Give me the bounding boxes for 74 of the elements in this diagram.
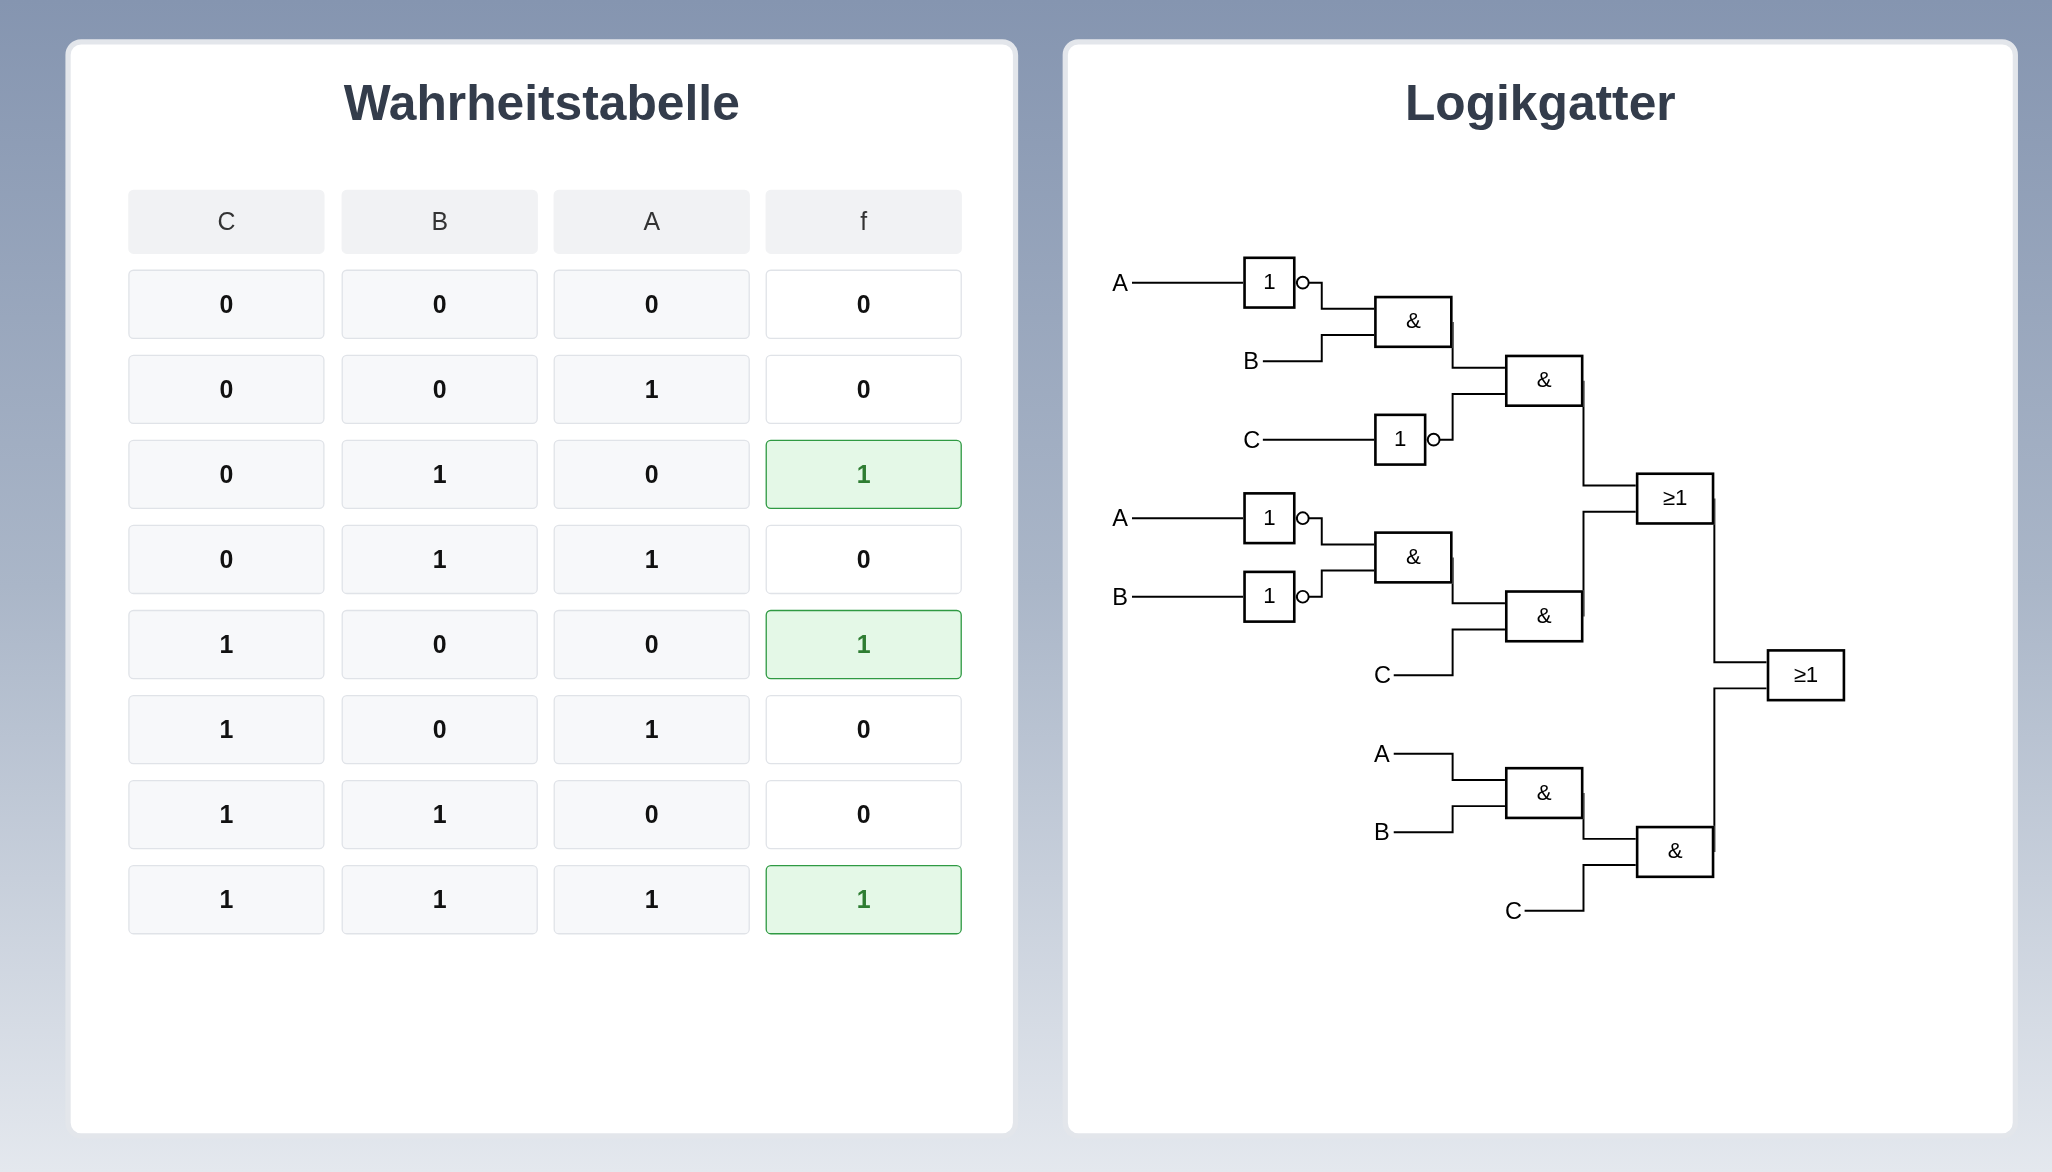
table-cell: 1: [128, 694, 325, 765]
table-cell: 0: [553, 439, 750, 510]
logic-gate-box: &: [1504, 354, 1584, 407]
table-cell: 1: [341, 865, 538, 935]
table-cell: 0: [341, 269, 538, 339]
table-cell: 0: [128, 269, 325, 339]
panel-heading: Logikgatter: [1404, 74, 1676, 133]
wire: [1392, 752, 1506, 781]
logic-gate-box: &: [1374, 531, 1453, 584]
logic-gate-box: &: [1374, 295, 1453, 349]
panel-heading: Wahrheitstabelle: [343, 74, 740, 133]
logic-gate-box: 1: [1374, 413, 1427, 466]
input-label: C: [1243, 426, 1261, 453]
logic-gate-box: 1: [1243, 570, 1296, 623]
input-label: B: [1112, 583, 1129, 610]
table-cell: 1: [128, 779, 325, 850]
table-cell: 0: [128, 354, 325, 424]
input-label: A: [1112, 269, 1129, 296]
table-cell: 1: [128, 865, 325, 935]
input-label: B: [1374, 819, 1390, 846]
table-cell: 0: [765, 694, 962, 765]
table-cell: 0: [553, 269, 750, 339]
table-cell: 0: [765, 269, 962, 339]
wire: [1261, 334, 1376, 363]
wire: [1261, 438, 1376, 441]
table-cell: 0: [765, 779, 962, 850]
table-cell: 1: [765, 439, 962, 510]
wire: [1294, 511, 1376, 546]
logic-gate-box: ≥1: [1635, 472, 1715, 525]
table-header-cell: f: [765, 189, 962, 254]
logic-gate-box: &: [1635, 825, 1715, 879]
table-cell: 1: [553, 865, 750, 935]
table-cell: 0: [341, 694, 538, 765]
wire: [1131, 517, 1245, 520]
input-label: A: [1374, 740, 1390, 767]
input-label: A: [1112, 505, 1129, 532]
wire: [1294, 275, 1376, 310]
table-cell: 1: [341, 524, 538, 595]
table-cell: 1: [341, 439, 538, 510]
table-cell: 0: [341, 354, 538, 424]
table-header-cell: C: [128, 189, 325, 254]
table-header-cell: A: [553, 189, 750, 254]
table-cell: 1: [765, 609, 962, 680]
input-label: C: [1374, 662, 1392, 689]
table-cell: 1: [341, 779, 538, 850]
wire: [1131, 281, 1245, 284]
table-cell: 1: [553, 354, 750, 424]
wire: [1131, 595, 1245, 598]
table-cell: 0: [128, 524, 325, 595]
table-cell: 0: [553, 609, 750, 680]
wire: [1451, 320, 1506, 369]
logic-gate-box: ≥1: [1766, 649, 1846, 702]
input-label: B: [1243, 348, 1259, 375]
table-cell: 1: [553, 694, 750, 765]
table-cell: 0: [765, 354, 962, 424]
table-cell: 0: [341, 609, 538, 680]
table-header-cell: B: [341, 189, 538, 254]
logic-gate-box: &: [1504, 766, 1584, 820]
table-cell: 1: [128, 609, 325, 680]
wire: [1523, 864, 1637, 912]
table-cell: 0: [553, 779, 750, 850]
table-cell: 0: [765, 524, 962, 595]
table-cell: 1: [765, 865, 962, 935]
input-label: C: [1504, 897, 1522, 924]
wire: [1392, 805, 1506, 834]
wire: [1294, 569, 1376, 604]
logic-gate-box: 1: [1243, 492, 1296, 545]
table-cell: 0: [128, 439, 325, 510]
logic-gate-box: &: [1504, 590, 1584, 643]
wire: [1392, 628, 1506, 677]
wire: [1425, 392, 1506, 447]
logic-gate-box: 1: [1243, 256, 1296, 309]
table-cell: 1: [553, 524, 750, 595]
wire: [1451, 556, 1506, 605]
